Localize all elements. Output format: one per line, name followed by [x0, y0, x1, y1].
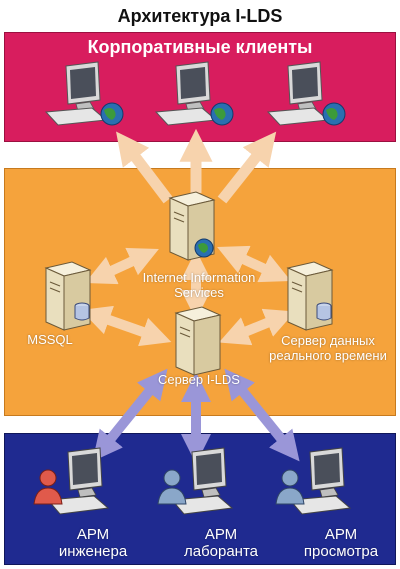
iis-server-icon: [168, 191, 216, 261]
lab-workstation-icon: [157, 447, 234, 515]
diagram-title: Архитектура I-LDS: [117, 6, 283, 26]
lab-label-line1: АРМ: [204, 526, 238, 543]
realtime-server-label: Сервер данных реального времени: [269, 333, 387, 363]
realtime-server-icon: [286, 261, 334, 331]
engineer-label-line1: АРМ: [76, 526, 110, 543]
mssql-server-icon: [44, 261, 92, 331]
lab-workstation-label: АРМ лаборанта: [176, 526, 266, 560]
corporate-clients-title: Корпоративные клиенты: [87, 37, 313, 57]
lab-user-icon: [163, 469, 181, 487]
computer-with-globe-icon: [44, 61, 124, 126]
lab-label-line2: лаборанта: [183, 543, 259, 560]
mssql-label: MSSQL: [27, 332, 73, 347]
engineer-label-line2: инженера: [58, 543, 128, 560]
viewer-workstation-label: АРМ просмотра: [292, 526, 390, 560]
viewer-label-line2: просмотра: [303, 543, 379, 560]
iis-label: Internet Information Services: [142, 270, 256, 300]
ilds-server-icon: [174, 306, 222, 376]
viewer-user-icon: [281, 469, 299, 487]
ilds-server-label: Сервер I-LDS: [158, 372, 240, 387]
viewer-workstation-icon: [275, 447, 352, 515]
engineer-user-icon: [39, 469, 57, 487]
engineer-workstation-label: АРМ инженера: [48, 526, 138, 560]
engineer-workstation-icon: [33, 447, 110, 515]
viewer-label-line1: АРМ: [324, 526, 358, 543]
computer-with-globe-icon: [154, 61, 234, 126]
computer-with-globe-icon: [266, 61, 346, 126]
